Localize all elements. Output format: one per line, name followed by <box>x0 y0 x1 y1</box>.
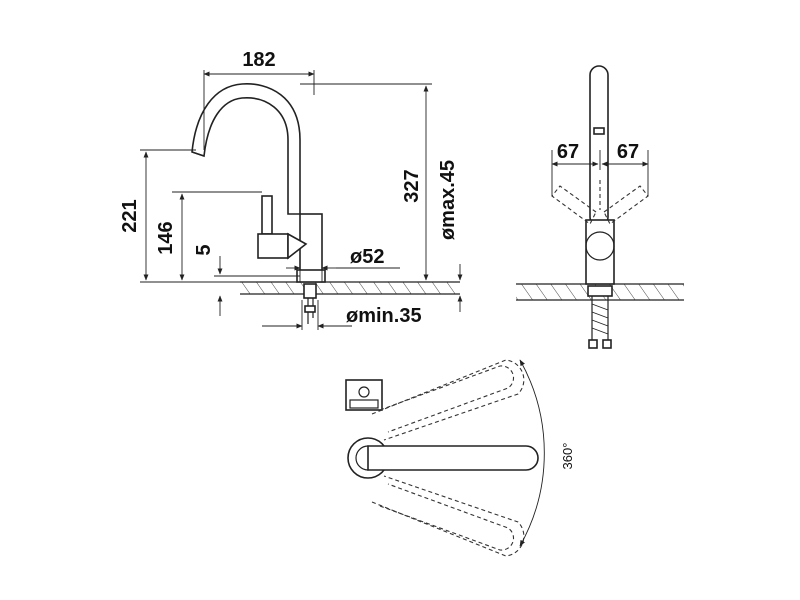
side-countertop <box>240 282 460 294</box>
dim-right-swing-label: 67 <box>617 141 639 163</box>
dim-base-offset-label: 5 <box>193 244 215 255</box>
side-underside-fittings <box>303 283 317 324</box>
dim-spout-reach: 182 <box>203 49 315 150</box>
dim-rotation-label: 360° <box>560 443 575 470</box>
dim-min-hole: ømin.35 <box>262 300 422 330</box>
top-view: 360° <box>345 359 575 557</box>
dim-left-swing-label: 67 <box>557 141 579 163</box>
front-underside-fittings <box>587 285 613 349</box>
dim-base-diameter: ø52 <box>286 246 400 282</box>
dim-max-deck-label: ømax.45 <box>437 160 459 240</box>
dim-spout-height-label: 221 <box>119 199 141 232</box>
dim-base-diameter-label: ø52 <box>350 246 384 268</box>
front-spout <box>589 65 609 227</box>
dim-rotation: 360° <box>519 359 575 547</box>
front-view: 67 67 <box>516 65 684 349</box>
front-faucet-body <box>585 219 615 285</box>
side-view: 182 221 146 5 ø52 <box>119 49 463 330</box>
dim-spout-reach-label: 182 <box>242 49 275 71</box>
dim-total-height-label: 327 <box>401 169 423 202</box>
top-rotation-outlines <box>371 359 525 557</box>
dim-total-height: 327 <box>300 83 432 281</box>
dim-base-offset: 5 <box>193 244 300 316</box>
side-spout <box>191 83 301 215</box>
dim-max-deck: ømax.45 <box>437 160 463 312</box>
side-lever <box>257 195 308 260</box>
dim-lever-height-label: 146 <box>155 221 177 254</box>
dim-min-hole-label: ømin.35 <box>346 305 422 327</box>
dim-lever-height: 146 <box>155 191 262 281</box>
dim-lever-swing: 67 67 <box>551 141 649 196</box>
top-spout-arm <box>367 445 539 471</box>
top-mounting-block <box>345 379 383 411</box>
dim-spout-height: 221 <box>119 149 240 283</box>
